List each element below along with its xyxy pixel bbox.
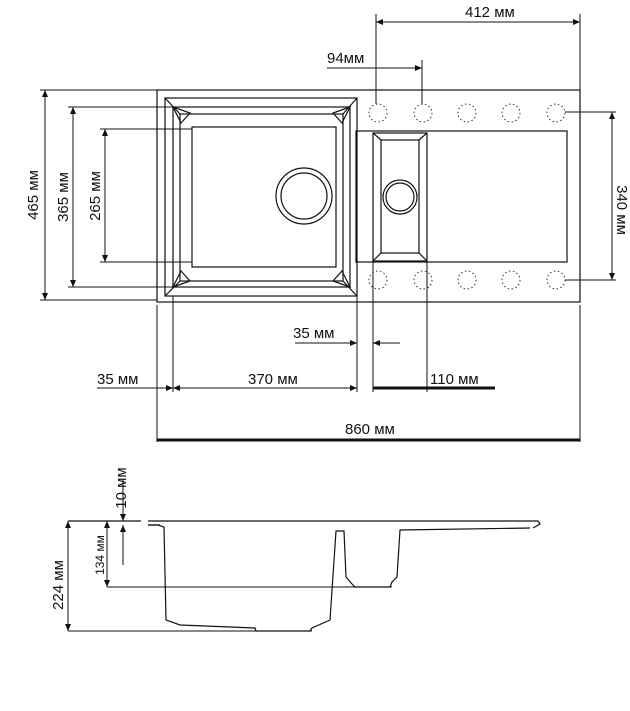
dim-35-gap: 35 мм: [293, 325, 334, 342]
small-bowl: [372, 132, 428, 262]
dim-465: 465 мм: [25, 170, 42, 220]
drain-icon: [275, 167, 333, 225]
dim-10: 10 мм: [113, 467, 130, 508]
dim-94: 94мм: [327, 50, 364, 67]
dim-224: 224 мм: [50, 560, 67, 610]
main-bowl: [164, 97, 358, 297]
dim-340: 340 мм: [613, 185, 630, 235]
tap-hole-markers: [368, 103, 566, 290]
dim-265: 265 мм: [87, 171, 104, 221]
dim-134: 134 мм: [93, 535, 107, 575]
dim-860: 860 мм: [345, 421, 395, 438]
drain-icon: [382, 179, 418, 215]
side-view: [68, 520, 541, 632]
dim-370: 370 мм: [248, 371, 298, 388]
side-dimensions: 224 мм 134 мм 10 мм: [50, 467, 392, 632]
dim-412: 412 мм: [465, 4, 515, 21]
dim-365: 365 мм: [55, 172, 72, 222]
top-view: [156, 89, 581, 303]
drainboard: [355, 130, 568, 263]
sink-outline: [156, 89, 581, 303]
top-dimensions: 412 мм 94мм 465 мм 365 мм 265 мм 340 мм …: [25, 4, 630, 442]
dim-110: 110 мм: [430, 371, 479, 388]
dim-35-left: 35 мм: [97, 371, 138, 388]
